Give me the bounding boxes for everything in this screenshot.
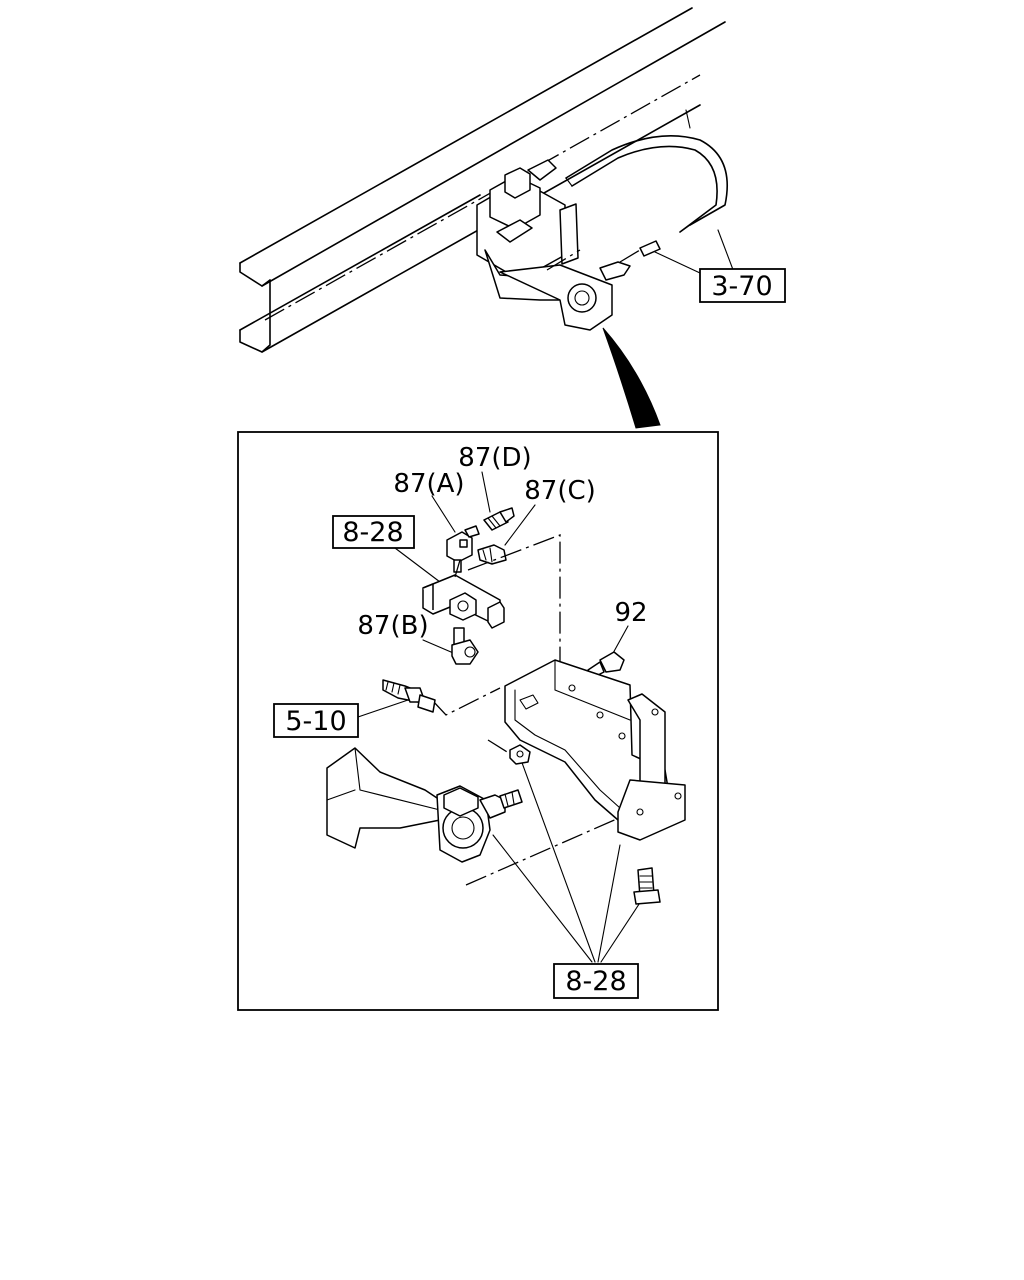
ref-label-5-10: 5-10	[285, 706, 346, 737]
fitting-87a	[446, 525, 480, 573]
label-87a: 87(A)	[393, 469, 464, 499]
leader-8-28-upper	[394, 547, 441, 583]
fitting-87d	[483, 507, 515, 531]
hose-fitting	[382, 679, 436, 713]
ref-box-3-70: 3-70	[699, 268, 786, 303]
label-87b: 87(B)	[357, 611, 428, 641]
horn-detail	[326, 747, 523, 863]
fitting-87c	[477, 544, 507, 565]
ref-label-8-28-lower: 8-28	[565, 966, 626, 997]
fitting-87b	[451, 627, 479, 665]
leaders-8-28-lower	[492, 759, 646, 963]
ref-box-8-28-lower: 8-28	[553, 963, 639, 999]
leaders-87	[422, 471, 629, 656]
leader-5-10	[357, 699, 409, 718]
horn-assembly-top	[476, 135, 728, 331]
label-87c: 87(C)	[524, 476, 596, 506]
leader-3-70	[654, 229, 736, 276]
nut	[509, 744, 531, 765]
ref-box-8-28-upper: 8-28	[332, 515, 415, 549]
detail-pointer	[602, 327, 661, 429]
valve-block	[422, 559, 505, 629]
detail-frame	[237, 431, 719, 1011]
ref-box-5-10: 5-10	[273, 703, 359, 738]
ref-label-8-28-upper: 8-28	[342, 517, 403, 548]
bolt-lower	[633, 867, 661, 905]
ref-label-3-70: 3-70	[711, 271, 772, 302]
mounting-bracket	[504, 659, 686, 841]
label-92: 92	[614, 598, 647, 628]
label-87d: 87(D)	[458, 443, 531, 473]
bolt-92	[587, 651, 625, 679]
frame-rail	[239, 7, 726, 353]
